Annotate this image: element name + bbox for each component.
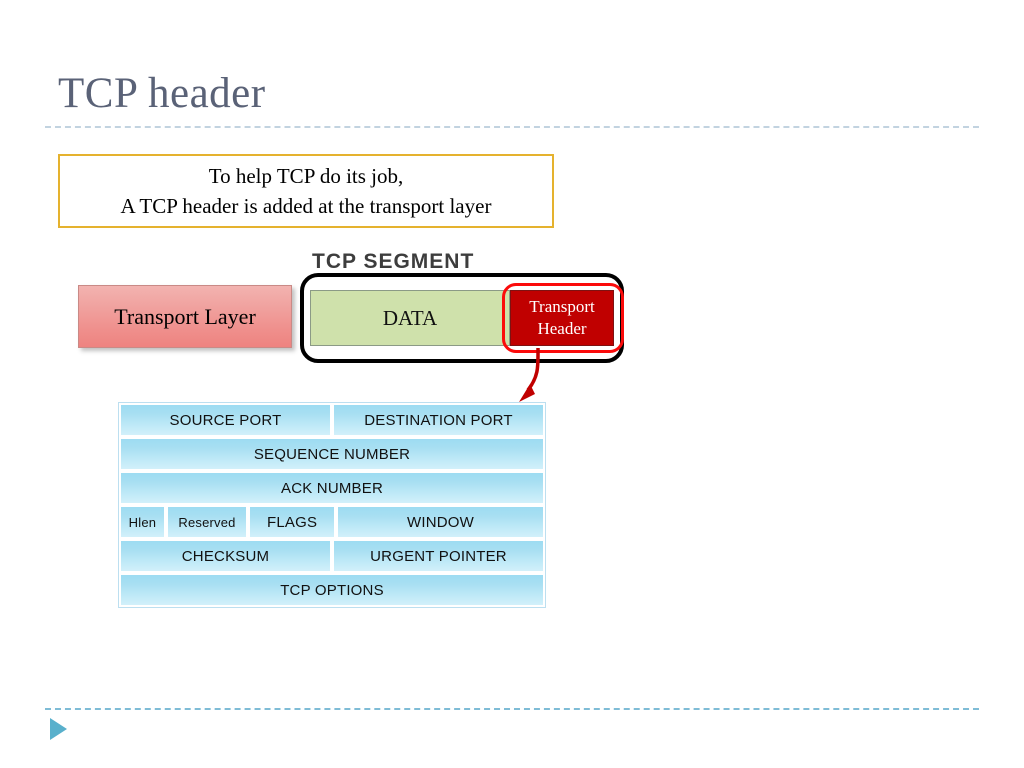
transport-header-block: Transport Header [510, 290, 614, 346]
callout-box: To help TCP do its job, A TCP header is … [58, 154, 554, 228]
transport-header-label-line-2: Header [537, 319, 587, 338]
data-block: DATA [310, 290, 510, 346]
header-field-cell: TCP OPTIONS [119, 573, 545, 607]
callout-arrow-icon [519, 348, 540, 402]
header-field-cell: Reserved [165, 505, 249, 539]
header-field-cell: ACK NUMBER [119, 471, 545, 505]
data-label: DATA [382, 305, 438, 330]
header-field-cell: FLAGS [248, 505, 337, 539]
play-triangle-icon[interactable] [50, 718, 67, 740]
title-divider [45, 126, 979, 128]
table-row: ACK NUMBER [119, 471, 545, 505]
table-row: SEQUENCE NUMBER [119, 437, 545, 471]
callout-line-2: A TCP header is added at the transport l… [120, 194, 492, 218]
header-field-cell: CHECKSUM [119, 539, 332, 573]
callout-line-1: To help TCP do its job, [208, 164, 404, 188]
header-field-cell: URGENT POINTER [332, 539, 545, 573]
footer-divider [45, 708, 979, 710]
header-field-cell: SOURCE PORT [119, 403, 332, 437]
header-field-cell: Hlen [119, 505, 166, 539]
header-field-cell: WINDOW [336, 505, 546, 539]
tcp-segment-label: TCP SEGMENT [312, 250, 475, 273]
transport-layer-label: Transport Layer [114, 303, 256, 329]
header-field-cell: SEQUENCE NUMBER [119, 437, 545, 471]
table-row: TCP OPTIONS [119, 573, 545, 607]
tcp-segment-contents: DATA Transport Header [310, 290, 614, 346]
transport-header-label-line-1: Transport [529, 297, 595, 316]
header-field-cell: DESTINATION PORT [332, 403, 545, 437]
transport-layer-box: Transport Layer [78, 285, 292, 348]
page-title: TCP header [58, 70, 266, 117]
